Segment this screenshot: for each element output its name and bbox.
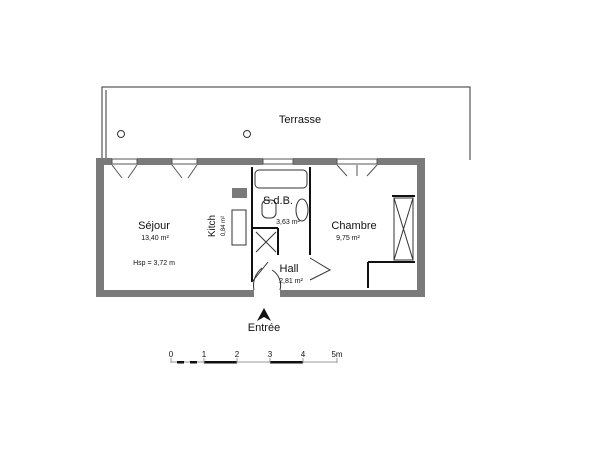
hall-area: 2,81 m² <box>279 278 303 285</box>
interior-walls <box>251 167 415 288</box>
scale-tick: 1 <box>202 350 207 359</box>
scale-tick: 0 <box>169 350 174 359</box>
sejour-area: 13,40 m² <box>141 235 169 242</box>
walls <box>96 158 425 297</box>
closet <box>393 197 414 261</box>
scale-tick: 3 <box>268 350 273 359</box>
drain-icon <box>117 130 125 138</box>
entrance-label: Entrée <box>248 322 280 334</box>
shaft-icon <box>255 231 277 253</box>
toilet-icon <box>261 199 277 219</box>
kitchenette-icon <box>231 209 247 246</box>
sink-icon <box>295 198 309 222</box>
entrance-arrow-icon <box>257 308 271 321</box>
scale-tick: 2 <box>235 350 240 359</box>
windows <box>111 158 378 179</box>
bathtub-icon <box>254 169 308 189</box>
sejour-height: Hsp = 3,72 m <box>133 260 175 267</box>
scale-bar: 0 1 2 3 4 5m <box>169 350 343 364</box>
kitchen-label: Kitch <box>207 215 218 237</box>
terrace <box>101 86 471 160</box>
sejour-label: Séjour <box>138 220 170 232</box>
drain-icon <box>243 130 251 138</box>
terrace-label: Terrasse <box>279 114 321 126</box>
scale-tick: 5m <box>331 350 342 359</box>
kitchen-area: 0,84 m² <box>221 216 227 236</box>
hall-label: Hall <box>280 263 299 275</box>
chambre-area: 9,75 m² <box>336 235 360 242</box>
sdb-label: S.d.B. <box>263 195 293 207</box>
sdb-area: 3,63 m² <box>276 219 300 226</box>
fixtures <box>231 169 414 291</box>
chambre-label: Chambre <box>331 220 376 232</box>
scale-tick: 4 <box>301 350 306 359</box>
